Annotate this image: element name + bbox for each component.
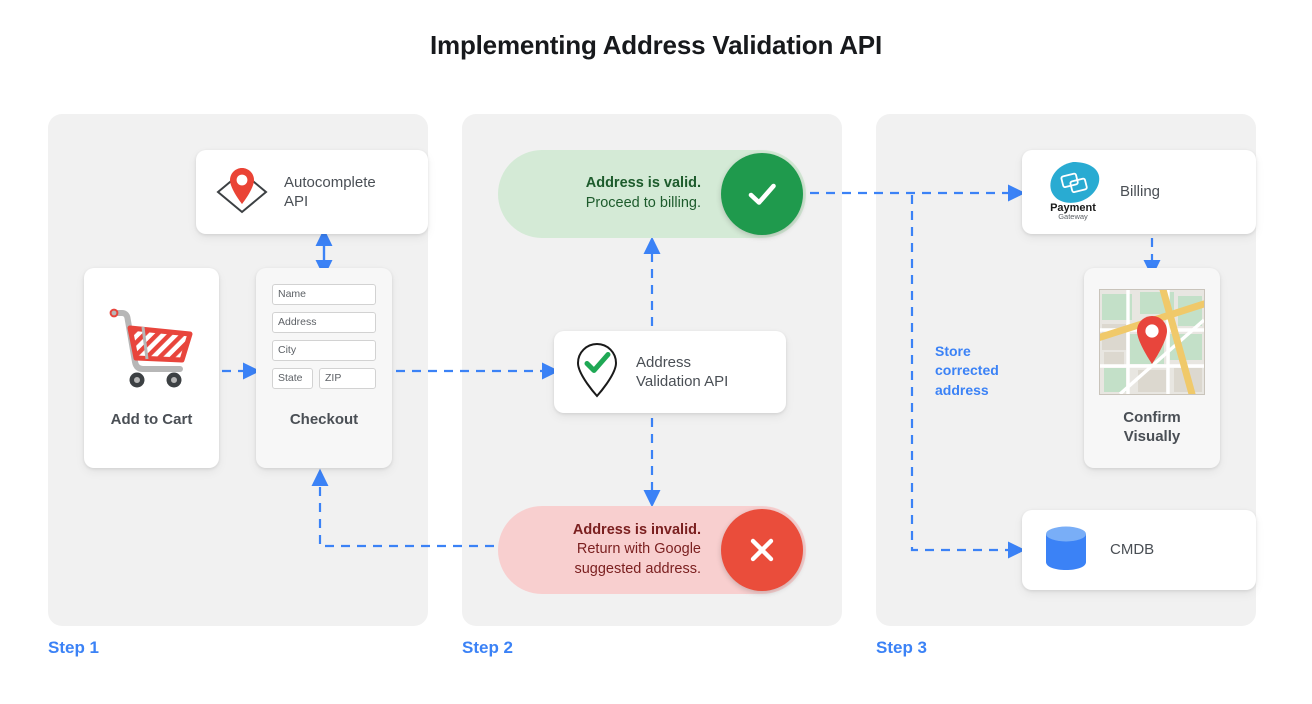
close-x-icon [721,509,803,591]
address-field[interactable]: Address [272,312,376,333]
address-valid-subtitle: Proceed to billing. [585,195,701,211]
checkout-card[interactable]: Name Address City State ZIP Checkout [256,268,392,468]
address-valid-text: Address is valid. Proceed to billing. [498,174,721,213]
zip-field[interactable]: ZIP [319,368,376,389]
address-invalid-pill: Address is invalid. Return with Google s… [498,506,806,594]
checkout-label: Checkout [289,411,359,429]
city-field[interactable]: City [272,340,376,361]
checkout-form: Name Address City State ZIP [272,284,376,396]
autocomplete-api-label: Autocomplete API [284,173,376,211]
check-icon [721,153,803,235]
address-valid-pill: Address is valid. Proceed to billing. [498,150,806,238]
shopping-cart-icon [106,306,198,397]
add-to-cart-label: Add to Cart [110,411,193,429]
confirm-visually-label: Confirm Visually [1123,409,1181,445]
address-invalid-text: Address is invalid. Return with Google s… [498,521,721,580]
payment-gateway-logo: Payment Gateway [1040,159,1106,226]
billing-label: Billing [1120,183,1161,201]
cmdb-card[interactable]: CMDB [1022,510,1256,590]
map-thumbnail-icon [1099,289,1205,396]
payment-gateway-logo-line2: Gateway [1058,212,1088,221]
database-cylinder-icon [1040,522,1096,579]
confirm-visually-card[interactable]: Confirm Visually [1084,268,1220,468]
cmdb-label: CMDB [1110,541,1155,559]
add-to-cart-card[interactable]: Add to Cart [84,268,219,468]
step-label-3: Step 3 [876,638,928,657]
step-label-2: Step 2 [462,638,514,657]
state-field[interactable]: State [272,368,313,389]
autocomplete-api-card[interactable]: Autocomplete API [196,150,428,234]
address-valid-title: Address is valid. [585,175,701,192]
address-validation-api-label: Address Validation API [636,353,729,391]
address-invalid-subtitle-1: Return with Google [576,541,701,558]
name-field[interactable]: Name [272,284,376,305]
map-pin-check-icon [572,341,622,404]
store-corrected-address-label: Store corrected address [935,343,999,398]
map-pin-envelope-icon [214,164,270,221]
step-label-1: Step 1 [48,638,100,657]
state-zip-row: State ZIP [272,368,376,396]
address-invalid-subtitle-2: suggested address. [574,560,701,577]
payment-gateway-logo-line1: Payment [1050,202,1096,214]
address-invalid-title: Address is invalid. [572,521,701,538]
address-validation-api-card[interactable]: Address Validation API [554,331,786,413]
page-title: Implementing Address Validation API [430,30,882,60]
billing-card[interactable]: Payment Gateway Billing [1022,150,1256,234]
